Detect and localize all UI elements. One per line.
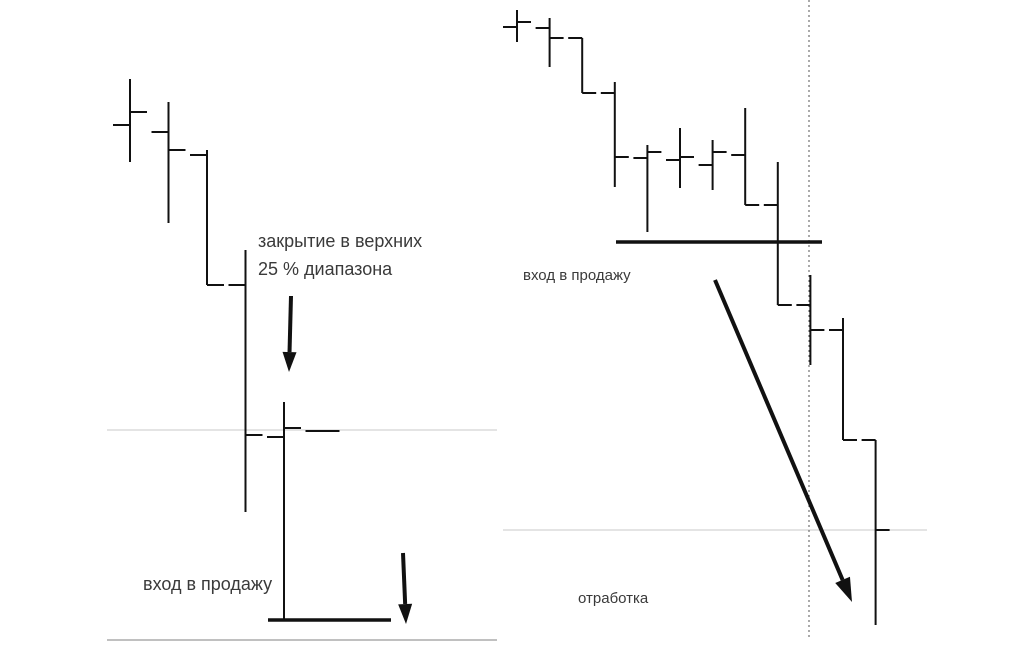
- right-bar-5: [633, 145, 662, 232]
- left-entry-arrow-icon: [398, 552, 413, 624]
- right-arrow-head: [835, 576, 852, 602]
- left-down-arrow-icon: [282, 295, 297, 372]
- right-ohlc-chart: [503, 0, 927, 640]
- right-bar-7: [698, 140, 727, 190]
- left-ohlc-chart: [107, 79, 497, 641]
- close-note-line1: закрытие в верхних: [258, 231, 423, 251]
- left-arrow-2-head: [398, 603, 413, 624]
- right-bar-3: [568, 37, 597, 94]
- right-bar-1: [503, 10, 531, 42]
- right-bar-8: [731, 108, 760, 206]
- right-bar-12: [861, 439, 890, 625]
- left-bar-2: [151, 102, 186, 223]
- left-entry-label: вход в продажу: [143, 574, 273, 594]
- right-bar-6: [666, 128, 694, 188]
- right-bar-2: [535, 18, 564, 67]
- left-arrow-1-shaft: [287, 295, 293, 353]
- right-bar-9: [763, 162, 792, 306]
- left-arrow-2-shaft: [401, 552, 408, 605]
- right-target-arrow-icon: [713, 279, 852, 602]
- left-bar-4: [228, 250, 263, 512]
- left-bar-1: [113, 79, 147, 162]
- left-bar-5: [267, 402, 301, 620]
- left-arrow-1-head: [282, 351, 297, 372]
- right-bar-10: [796, 275, 825, 365]
- close-note-line2: 25 % диапазона: [258, 259, 393, 279]
- left-bar-3: [190, 150, 224, 286]
- right-target-label: отработка: [578, 590, 649, 607]
- right-bar-11: [829, 318, 857, 441]
- right-bar-4: [600, 82, 629, 187]
- right-arrow-shaft: [713, 279, 845, 581]
- right-entry-label: вход в продажу: [523, 267, 631, 284]
